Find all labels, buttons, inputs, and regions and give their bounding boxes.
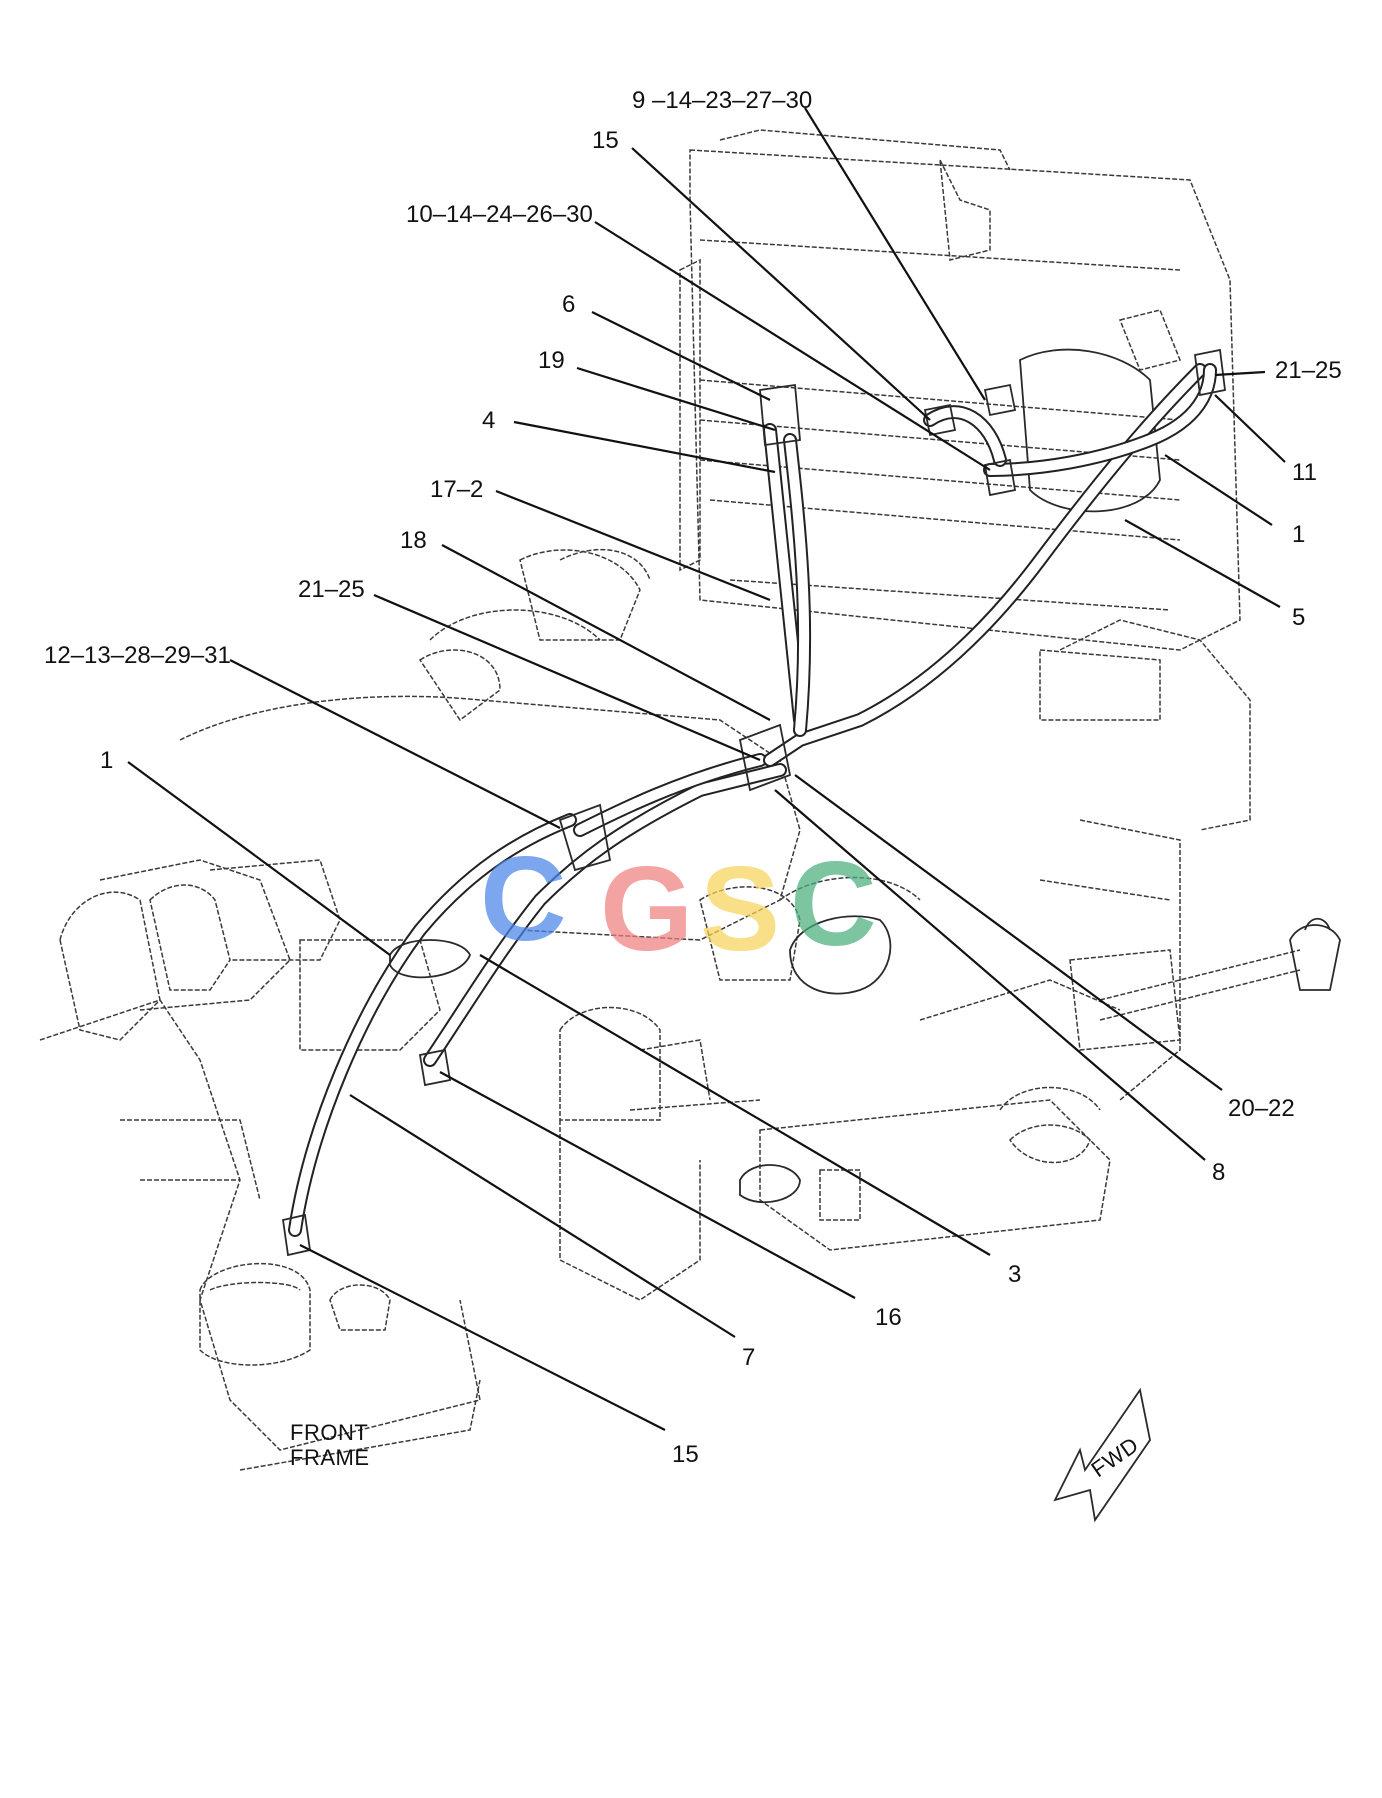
front-frame-line2: FRAME bbox=[290, 1445, 370, 1470]
callout-21-25-right: 21–25 bbox=[1275, 357, 1342, 384]
callout-4: 4 bbox=[482, 407, 495, 434]
leader-lines bbox=[127, 107, 1286, 1431]
callout-10-14-24-26-30: 10–14–24–26–30 bbox=[406, 201, 593, 228]
front-frame-label: FRONT FRAME bbox=[290, 1420, 370, 1470]
watermark-letter-4: C bbox=[790, 837, 877, 971]
cgsc-watermark: C G S C bbox=[480, 832, 877, 976]
callout-labels: 9 –14–23–27–30 15 10–14–24–26–30 6 19 4 … bbox=[44, 87, 1342, 1468]
callout-7: 7 bbox=[742, 1344, 755, 1371]
callout-20-22: 20–22 bbox=[1228, 1095, 1295, 1122]
callout-16: 16 bbox=[875, 1304, 902, 1331]
fwd-arrow-icon bbox=[1053, 1387, 1151, 1523]
callout-17-2: 17–2 bbox=[430, 476, 483, 503]
callout-18: 18 bbox=[400, 527, 427, 554]
callout-5: 5 bbox=[1292, 604, 1305, 631]
callout-6: 6 bbox=[562, 291, 575, 318]
callout-1-right: 1 bbox=[1292, 521, 1305, 548]
callout-1-left: 1 bbox=[100, 747, 113, 774]
machine-artwork bbox=[39, 129, 1341, 1523]
callout-21-25-left: 21–25 bbox=[298, 576, 365, 603]
watermark-letter-3: S bbox=[700, 842, 780, 976]
callout-8: 8 bbox=[1212, 1159, 1225, 1186]
callout-12-13-28-29-31: 12–13–28–29–31 bbox=[44, 642, 231, 669]
callout-9-14-23-27-30: 9 –14–23–27–30 bbox=[632, 87, 812, 114]
callout-19: 19 bbox=[538, 347, 565, 374]
fwd-label: FWD bbox=[1087, 1432, 1144, 1482]
callout-15-bottom: 15 bbox=[672, 1441, 699, 1468]
front-frame-line1: FRONT bbox=[290, 1420, 368, 1445]
callout-11: 11 bbox=[1292, 459, 1317, 486]
watermark-letter-1: C bbox=[480, 832, 567, 966]
watermark-letter-2: G bbox=[600, 842, 693, 976]
callout-15-top: 15 bbox=[592, 127, 619, 154]
callout-3: 3 bbox=[1008, 1261, 1021, 1288]
